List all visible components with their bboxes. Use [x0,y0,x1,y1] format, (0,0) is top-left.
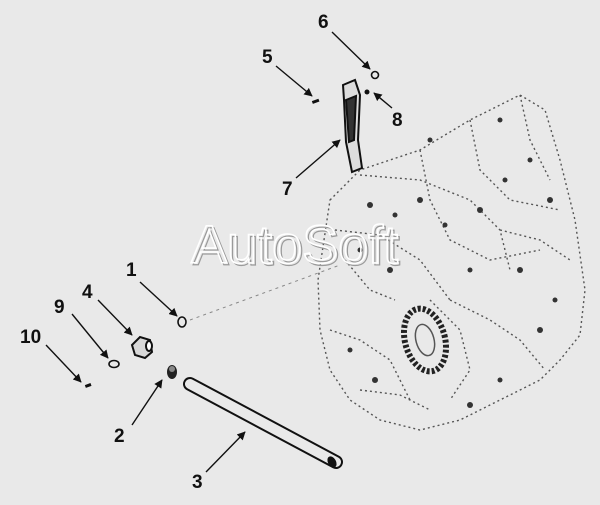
callout-10: 10 [20,327,41,348]
tube-part-3 [183,377,343,469]
callout-8: 8 [392,110,403,131]
callout-7: 7 [282,179,293,200]
callout-9: 9 [54,297,65,318]
washer-part-8 [364,89,370,95]
fitting-part-4 [130,335,154,360]
flywheel-ring [400,305,450,375]
pin-part-10 [84,383,92,388]
leader-lines [45,31,393,473]
callout-3: 3 [192,472,203,493]
callout-2: 2 [114,426,125,447]
watermark-shadow: AutoSoft [193,217,400,277]
bolt-part-5 [311,98,320,104]
callout-1: 1 [126,260,137,281]
oring-part-1 [177,316,187,328]
plug-part-2 [167,365,177,379]
clip-part-9 [108,359,120,369]
watermark-text: AutoSoft [191,215,398,275]
callout-6: 6 [318,12,329,33]
callout-4: 4 [82,282,93,303]
bracket-part-7 [341,78,364,174]
engine-detail-dots [347,117,558,408]
engine-block [317,94,586,431]
assembly-line [189,264,341,321]
callout-5: 5 [262,47,273,68]
ring-part-6 [370,70,380,80]
